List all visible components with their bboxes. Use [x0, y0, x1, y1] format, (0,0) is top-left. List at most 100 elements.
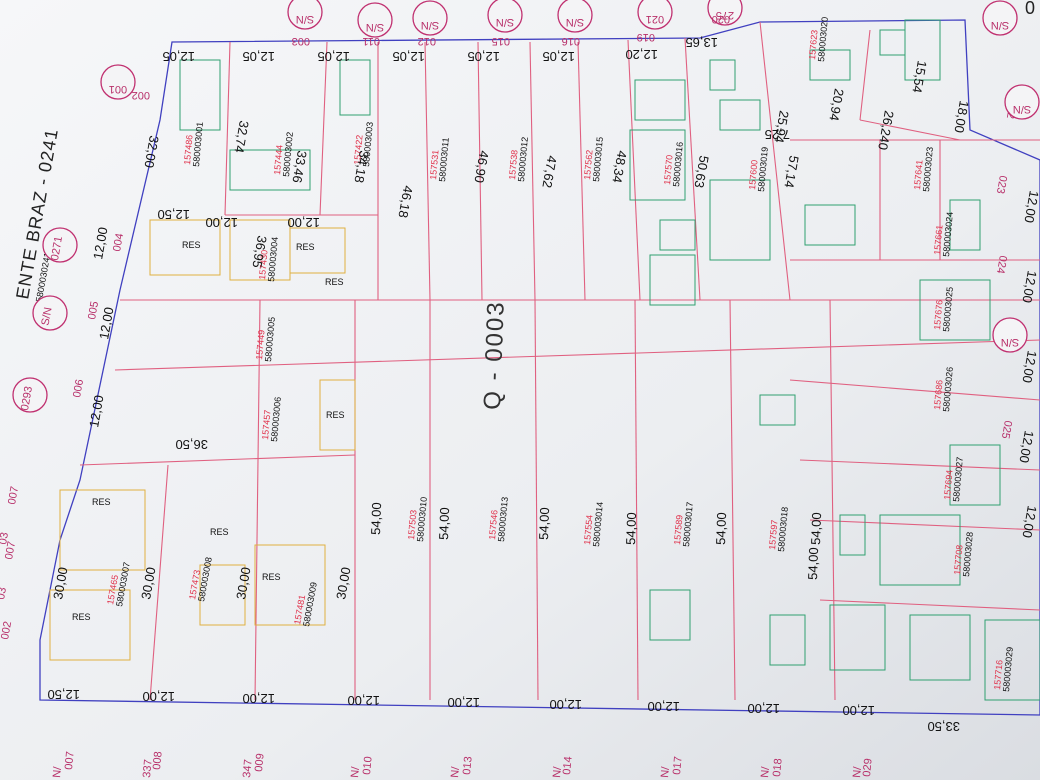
lot-id: 157676	[932, 299, 945, 330]
lot-code: 580003018	[776, 506, 790, 552]
marker-text: S/N	[566, 16, 584, 28]
lot-id: 157546	[487, 509, 500, 540]
dimension-bottom: 12,00	[347, 693, 380, 708]
lot-id: 157600	[747, 159, 760, 190]
lot-code: 580003012	[516, 136, 530, 182]
dimension-depth: 33,46	[289, 149, 309, 184]
marker-code-bottom2: N/	[851, 765, 864, 778]
lot-id: 157623	[807, 29, 820, 60]
lot-code: 580003026	[941, 366, 955, 412]
marker-code-bottom: 013	[461, 756, 475, 775]
marker-circle	[707, 0, 743, 26]
lot-code: 580003014	[591, 501, 605, 547]
lot-code: 580003015	[591, 136, 605, 182]
dimension-inner: 30,00	[333, 566, 353, 601]
marker-text: S/N	[496, 16, 514, 28]
marker-code-right: 024	[994, 254, 1009, 274]
lot-id: 157562	[582, 149, 595, 180]
marker-bubble: S/N	[1004, 84, 1040, 120]
residence-mark: RES	[262, 572, 281, 582]
middle-lot-lines	[79, 140, 1040, 701]
lot-code: 580003005	[263, 316, 277, 362]
marker-circle	[42, 227, 78, 263]
marker-code-left: 005	[86, 300, 101, 320]
lot-code: 580003023	[921, 146, 935, 192]
lot-code: 580003002	[281, 131, 295, 177]
marker-text: 001	[109, 83, 127, 95]
marker-text: S/N	[991, 19, 1009, 31]
marker-circle	[487, 0, 523, 33]
lot-code: 580003028	[961, 531, 975, 577]
dimension-top: 12,05	[242, 49, 275, 64]
marker-bubble: S/N	[357, 2, 393, 38]
dimension-inner: 30,00	[50, 566, 70, 601]
dimension-top: 12,05	[162, 49, 195, 64]
dimension-depth: 46,90	[471, 149, 491, 184]
lot-id: 157422	[352, 134, 365, 165]
dimension-54: 54,00	[368, 502, 384, 535]
marker-code-bottom2: 337	[141, 759, 155, 778]
dimension-misc: 25,94	[771, 109, 791, 144]
dimension-top: 12,20	[625, 47, 658, 62]
marker-bubble: 275	[707, 0, 743, 26]
marker-code-bottom2: 347	[241, 759, 255, 778]
dimension-depth: 57,14	[781, 154, 801, 189]
block-label: Q - 0003	[479, 300, 510, 410]
marker-circle	[637, 0, 673, 30]
marker-circle	[557, 0, 593, 33]
marker-text: 0271	[49, 235, 65, 261]
lot-id: 157503	[406, 509, 419, 540]
marker-text: S/N	[421, 19, 439, 31]
dimension-bottom: 33,50	[927, 719, 960, 734]
marker-circle	[982, 0, 1018, 36]
marker-code-bottom: 007	[63, 751, 77, 770]
marker-code-bottom: 009	[253, 753, 267, 772]
lot-code: 580003024	[941, 211, 955, 257]
marker-code-bottom2: N/	[659, 765, 672, 778]
block-boundary	[39, 19, 1040, 716]
dimension-54: 54,00	[623, 512, 639, 545]
marker-text: S/N	[1013, 103, 1031, 115]
marker-circle	[287, 0, 323, 30]
residence-mark: RES	[210, 527, 229, 537]
lot-id: 157716	[992, 659, 1005, 690]
marker-code-left: 004	[111, 232, 126, 252]
dimension-depth: 46,18	[395, 184, 415, 219]
dimension-bottom: 12,00	[842, 703, 875, 718]
marker-circle	[357, 2, 393, 38]
marker-code-left2: 007	[3, 540, 18, 560]
dimension-right: 12,00	[1021, 189, 1040, 224]
top-lot-lines	[150, 21, 1040, 301]
dimension-inner: 30,00	[138, 566, 158, 601]
marker-circle	[32, 295, 68, 331]
dimension-misc: 18,00	[951, 99, 971, 134]
lot-code: 580003019	[756, 146, 770, 192]
residence-mark: RES	[182, 240, 201, 250]
dimension-bottom: 12,00	[549, 697, 582, 712]
residence-mark: RES	[72, 612, 91, 622]
marker-code-right: 023	[994, 174, 1009, 194]
marker-code-right: 025	[999, 419, 1014, 439]
marker-code-left2: 03	[0, 531, 11, 545]
lot-code: 580003010	[415, 496, 429, 542]
marker-text: 021	[646, 13, 664, 25]
marker-text: S/N	[366, 21, 384, 33]
marker-circle	[1004, 84, 1040, 120]
block-label-group: Q - 0003	[479, 300, 510, 410]
dimension-depth: 48,34	[609, 149, 629, 184]
marker-bubble: 0293	[12, 377, 48, 413]
marker-text: S/N	[296, 13, 314, 25]
dimension-right: 12,00	[1019, 349, 1039, 384]
dimension-bottom: 12,00	[747, 701, 780, 716]
marker-code-top: 012	[418, 35, 436, 47]
lot-id: 157430	[257, 249, 270, 280]
lot-id: 157597	[767, 519, 780, 550]
marker-code-bottom: 018	[771, 758, 785, 777]
marker-code-bottom2: N/	[551, 765, 564, 778]
dimension-depth: 34,18	[351, 149, 371, 184]
marker-text: S/N	[40, 306, 55, 326]
marker-code-top: 002	[132, 89, 150, 101]
